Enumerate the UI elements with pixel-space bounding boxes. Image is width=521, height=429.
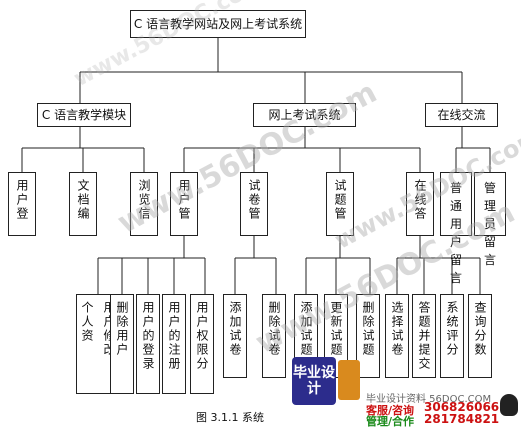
node-user-message-label: 普通用户留言 (449, 181, 462, 285)
node-select-paper-label: 选择试卷 (390, 301, 404, 357)
node-query-score-label: 查询分数 (473, 301, 487, 357)
node-c-module-label: C 语言教学模块 (41, 108, 127, 122)
node-delete-paper-label: 删除试卷 (267, 301, 281, 357)
node-online-forum-label: 在线交流 (437, 108, 486, 122)
banner-line2-label: 管理/合作 (366, 415, 415, 428)
figure-caption: 图 3.1.1 系统 (196, 411, 264, 424)
banner-figure-icon (338, 360, 360, 400)
node-user-register: 用户的注册 (162, 294, 186, 394)
node-delete-question: 删除试题 (356, 294, 380, 378)
banner-site-text: 毕业设计资料 56DOC.COM (366, 394, 492, 405)
root-label: C 语言教学网站及网上考试系统 (133, 17, 303, 31)
node-browse-info-label: 浏览信 (137, 179, 151, 221)
node-browse-info: 浏览信 (130, 172, 158, 236)
node-user-login-2-label: 用户的登录 (141, 301, 155, 371)
penguin-icon (500, 394, 518, 416)
node-user-login-label: 用户登 (15, 179, 29, 221)
node-delete-paper: 删除试卷 (262, 294, 286, 378)
node-user-login-2: 用户的登录 (136, 294, 160, 394)
node-delete-user-label: 删除用户 (115, 301, 129, 357)
node-paper-mgmt: 试卷管 (240, 172, 268, 236)
banner-logo: 毕业设计 (292, 357, 336, 405)
node-answer-submit-label: 答题并提交 (417, 301, 431, 371)
node-add-paper-label: 添加试卷 (228, 301, 242, 357)
node-admin-message-label: 管理员留言 (483, 181, 496, 267)
node-online-answer: 在线答 (406, 172, 434, 236)
banner-line1-number: 306826066 (424, 400, 500, 414)
node-answer-submit: 答题并提交 (412, 294, 436, 378)
root-node: C 语言教学网站及网上考试系统 (130, 10, 306, 38)
node-user-mgmt: 用户管 (170, 172, 198, 236)
node-user-mgmt-label: 用户管 (177, 179, 191, 221)
node-doc-edit: 文档编 (69, 172, 97, 236)
node-query-score: 查询分数 (468, 294, 492, 378)
node-delete-question-label: 删除试题 (361, 301, 375, 357)
node-update-question-label: 更新试题 (329, 301, 343, 357)
node-system-score: 系统评分 (440, 294, 464, 378)
node-doc-edit-label: 文档编 (76, 179, 90, 221)
node-user-login: 用户登 (8, 172, 36, 236)
node-user-permission: 用户权限分 (190, 294, 214, 394)
node-add-question-label: 添加试题 (299, 301, 313, 357)
node-c-module: C 语言教学模块 (37, 103, 131, 127)
node-question-mgmt: 试题管 (326, 172, 354, 236)
node-online-answer-label: 在线答 (413, 179, 427, 221)
node-user-permission-label: 用户权限分 (195, 301, 209, 371)
node-admin-message: 管理员留言 (474, 172, 506, 267)
node-question-mgmt-label: 试题管 (333, 179, 347, 221)
banner-line2-number: 281784821 (424, 412, 500, 426)
node-delete-user: 删除用户 (110, 294, 134, 394)
node-system-score-label: 系统评分 (445, 301, 459, 357)
node-user-register-label: 用户的注册 (167, 301, 181, 371)
banner-line1-label: 客服/咨询 (366, 404, 415, 417)
node-paper-mgmt-label: 试卷管 (247, 179, 261, 221)
node-select-paper: 选择试卷 (385, 294, 409, 378)
node-user-message: 普通用户留言 (440, 172, 472, 285)
node-online-forum: 在线交流 (425, 103, 498, 127)
banner-logo-text: 毕业设计 (293, 365, 335, 397)
node-exam-system-label: 网上考试系统 (268, 108, 341, 122)
node-exam-system: 网上考试系统 (253, 103, 356, 127)
node-add-paper: 添加试卷 (223, 294, 247, 378)
